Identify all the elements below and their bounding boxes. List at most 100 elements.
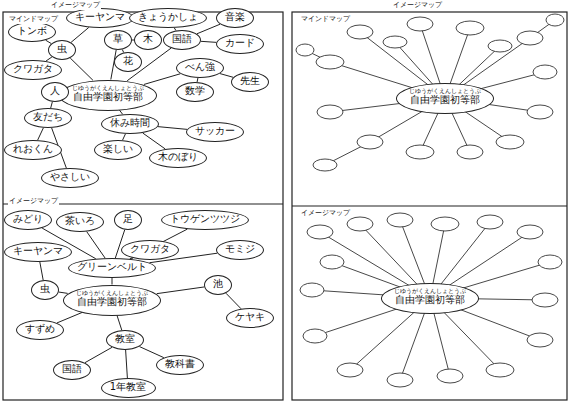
- word-bubble: 音楽: [216, 8, 254, 28]
- word-bubble: 先生: [231, 72, 269, 92]
- center-bubble: じゆうがくえんしょとうぶ自由学園初等部: [381, 283, 479, 314]
- bubble-text: 国語: [60, 363, 84, 375]
- bubble-text: みどり: [11, 213, 45, 225]
- bubble-text: 楽しい: [101, 143, 135, 155]
- bubble-text: モミジ: [223, 243, 257, 255]
- bubble-text: 虫: [55, 43, 69, 55]
- bubble-text: 木のぼり: [156, 151, 200, 163]
- word-bubble: 池: [204, 275, 232, 295]
- furigana: じゆうがくえんしょとうぶ: [74, 290, 150, 297]
- branch-line: [87, 232, 105, 259]
- word-bubble: モミジ: [216, 240, 264, 260]
- bubble-text: クワガタ: [128, 243, 172, 255]
- word-bubble: れおくん: [4, 140, 62, 160]
- bubble-text: きょうかしょ: [136, 11, 200, 23]
- bubble-text: 木: [141, 33, 155, 45]
- word-bubble: トウゲンツツジ: [161, 210, 249, 230]
- center-bubble: じゆうがくえんしょとうぶ自由学園初等部: [396, 83, 494, 114]
- section-label: イメージマップ: [300, 208, 351, 218]
- bubble-text: キーヤンマ: [11, 245, 65, 257]
- furigana: じゆうがくえんしょとうぶ: [407, 88, 483, 95]
- branch-line: [201, 41, 216, 42]
- bubble-text: れおくん: [11, 143, 55, 155]
- word-bubble: グリーンベルト: [68, 258, 156, 278]
- word-bubble: 休み時間: [101, 114, 159, 134]
- branch-line: [126, 350, 128, 378]
- branch-line: [157, 287, 205, 294]
- bubble-text: 茶いろ: [63, 215, 97, 227]
- word-bubble: 人: [41, 82, 69, 102]
- word-bubble: 国語: [53, 360, 91, 380]
- word-bubble: ケヤキ: [226, 308, 274, 328]
- bubble-text: キーヤンマ: [73, 11, 127, 23]
- bubble-text: 草: [111, 33, 125, 45]
- word-bubble: 虫: [31, 280, 59, 300]
- bubble-text: やさしい: [48, 171, 92, 183]
- word-bubble: やさしい: [41, 168, 99, 188]
- panel-frame: [292, 12, 567, 400]
- page-heading: イメージマップ: [392, 0, 443, 10]
- branch-line: [71, 27, 89, 42]
- bubble-text: トンボ: [15, 25, 49, 37]
- bubble-text: グリーンベルト: [75, 261, 149, 273]
- branch-line: [143, 133, 166, 149]
- bubble-text: サッカー: [193, 125, 237, 137]
- furigana: じゆうがくえんしょとうぶ: [392, 288, 468, 295]
- bubble-text: 花: [121, 55, 135, 67]
- bubble-text: 友だち: [31, 111, 65, 123]
- page-heading: イメージマップ: [50, 0, 101, 10]
- word-bubble: クワガタ: [4, 60, 62, 80]
- word-bubble: 国語: [163, 30, 201, 50]
- word-bubble: 虫: [48, 40, 76, 60]
- branch-line: [38, 128, 44, 140]
- branch-line: [139, 347, 163, 358]
- bubble-text: 虫: [38, 283, 52, 295]
- bubble-text: 自由学園初等部: [407, 94, 483, 106]
- bubble-text: 国語: [170, 33, 194, 45]
- bubble-text: 休み時間: [108, 117, 152, 129]
- bubble-text: 池: [211, 278, 225, 290]
- branch-line: [226, 293, 241, 309]
- blank-bubbles: [296, 14, 564, 387]
- furigana: じゆうがくえんしょとうぶ: [70, 85, 146, 92]
- bubble-text: 自由学園初等部: [74, 296, 150, 308]
- bubble-text: 音楽: [223, 11, 247, 23]
- word-bubble: 1年教室: [101, 378, 156, 398]
- word-bubble: カード: [216, 34, 264, 54]
- section-label: イメージマップ: [8, 196, 59, 206]
- section-label: マインドマップ: [8, 14, 59, 24]
- section-label: マインドマップ: [300, 14, 351, 24]
- bubble-text: すずめ: [23, 323, 57, 335]
- word-bubble: 木のぼり: [149, 148, 207, 168]
- branch-line: [40, 262, 43, 280]
- branch-line: [158, 127, 187, 130]
- word-bubble: 足: [114, 210, 142, 230]
- word-bubble: 木: [134, 30, 162, 50]
- branch-line: [112, 278, 113, 285]
- bubble-text: トウゲンツツジ: [168, 213, 242, 225]
- word-bubble: 友だち: [24, 108, 72, 128]
- bubble-text: 足: [121, 213, 135, 225]
- bubble-text: 先生: [238, 75, 262, 87]
- bubble-text: 教科書: [163, 358, 197, 370]
- word-bubble: 教科書: [156, 355, 204, 375]
- branch-line: [85, 347, 112, 362]
- center-bubble: じゆうがくえんしょとうぶ自由学園初等部: [63, 285, 161, 316]
- bubble-text: ケヤキ: [233, 311, 267, 323]
- branch-line: [144, 74, 180, 85]
- word-bubble: 教室: [106, 330, 144, 350]
- word-bubble: サッカー: [186, 122, 244, 142]
- branch-line: [70, 58, 93, 80]
- panel-frame: [3, 12, 283, 400]
- word-bubble: キーヤンマ: [4, 242, 72, 262]
- word-bubble: クワガタ: [121, 240, 179, 260]
- word-bubble: きょうかしょ: [129, 8, 207, 28]
- bubble-text: カード: [223, 37, 257, 49]
- word-bubble: キーヤンマ: [66, 8, 134, 28]
- bubble-text: 教室: [113, 333, 137, 345]
- branch-line: [57, 312, 82, 323]
- center-bubble: じゆうがくえんしょとうぶ自由学園初等部: [59, 80, 157, 111]
- word-bubble: すずめ: [16, 320, 64, 340]
